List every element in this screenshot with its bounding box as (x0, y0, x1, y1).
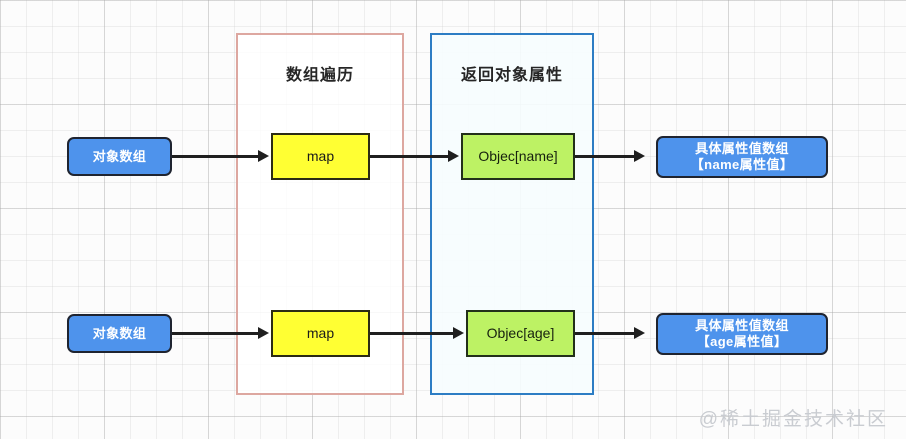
source-node-name-row[interactable]: 对象数组 (67, 137, 172, 176)
arrowhead-map-to-accessor-name-row (448, 150, 459, 162)
arrowhead-accessor-to-result-age-row (634, 327, 645, 339)
operation-node-map-name-row[interactable]: map (271, 133, 370, 180)
arrow-map-to-accessor-age-row (370, 332, 454, 335)
result-node-name-row[interactable]: 具体属性值数组 【name属性值】 (656, 136, 828, 178)
operation-node-map-age-row[interactable]: map (271, 310, 370, 357)
group-array-traverse-label: 数组遍历 (285, 67, 354, 84)
source-node-age-row[interactable]: 对象数组 (67, 314, 172, 353)
result-node-age-row[interactable]: 具体属性值数组 【age属性值】 (656, 313, 828, 355)
accessor-node-age-row[interactable]: Objec[age] (466, 310, 575, 357)
arrowhead-source-to-map-age-row (258, 327, 269, 339)
arrow-map-to-accessor-name-row (370, 155, 449, 158)
arrowhead-accessor-to-result-name-row (634, 150, 645, 162)
arrow-source-to-map-name-row (172, 155, 259, 158)
arrow-accessor-to-result-name-row (575, 155, 635, 158)
arrowhead-map-to-accessor-age-row (453, 327, 464, 339)
result-node-name-row-line1: 具体属性值数组 (695, 141, 789, 157)
result-node-name-row-line2: 【name属性值】 (690, 157, 794, 172)
watermark: @稀土掘金技术社区 (698, 409, 888, 430)
result-node-age-row-line1: 具体属性值数组 (695, 318, 789, 334)
result-node-age-row-line2: 【age属性值】 (696, 334, 788, 349)
group-return-property-label: 返回对象属性 (460, 67, 563, 84)
accessor-node-name-row[interactable]: Objec[name] (461, 133, 575, 180)
arrow-accessor-to-result-age-row (575, 332, 635, 335)
arrow-source-to-map-age-row (172, 332, 259, 335)
arrowhead-source-to-map-name-row (258, 150, 269, 162)
